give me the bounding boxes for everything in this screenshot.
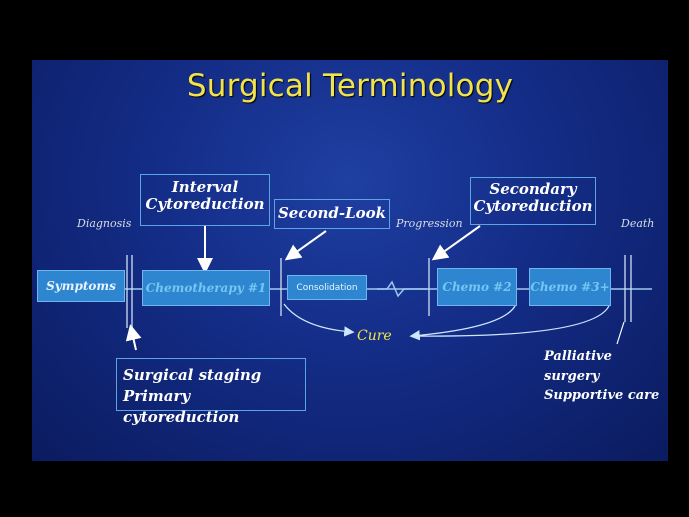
chemo-2-box: Chemo #2 [437,268,517,306]
second-look-callout: Second-Look [274,199,390,229]
timeline-connectors [37,225,652,351]
cure-label: Cure [357,328,392,344]
interval-cytoreduction-callout: Interval Cytoreduction [140,174,270,226]
progression-label: Progression [396,217,463,230]
chemo-3-box: Chemo #3+ [529,268,611,306]
interval-line-1: Interval [171,178,239,196]
secondary-line-1: Secondary [489,180,577,198]
chemotherapy-1-box: Chemotherapy #1 [142,270,270,306]
slide-title: Surgical Terminology [186,68,514,104]
surgical-staging-callout: Surgical staging Primary cytoreduction [116,358,306,426]
cure-curve-chemo2 [409,305,516,341]
palliative-care-text: Palliative surgery Supportive care [544,347,668,406]
staging-arrow [125,324,142,351]
palliative-line-2: Supportive care [544,388,660,403]
slide: Surgical Terminology [32,60,668,461]
second-look-arrow [284,230,327,261]
cure-curve-chemo3 [411,305,610,337]
palliative-line-1: Palliative surgery [544,349,612,384]
cure-curve-left [283,303,355,337]
death-label: Death [621,217,655,230]
staging-line-1: Surgical staging [123,366,262,384]
symptoms-box: Symptoms [37,270,125,302]
interval-line-2: Cytoreduction [145,195,265,214]
secondary-arrow [431,225,481,261]
secondary-cytoreduction-callout: Secondary Cytoreduction [470,177,596,225]
staging-line-2: Primary cytoreduction [123,387,240,426]
palliative-arrow [616,321,625,345]
timeline-break [377,280,427,298]
consolidation-box: Consolidation [287,275,367,300]
secondary-line-2: Cytoreduction [473,197,593,216]
diagnosis-label: Diagnosis [77,217,132,230]
